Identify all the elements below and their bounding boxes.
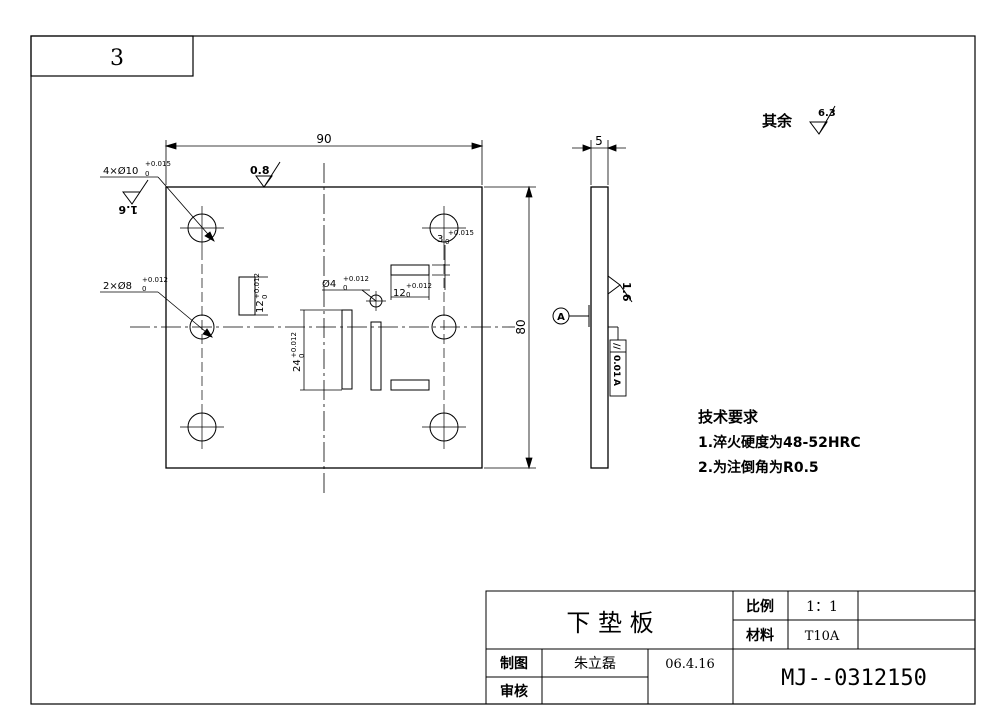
hole-large-tol: +0.015 <box>145 160 171 168</box>
general-roughness-prefix: 其余 <box>762 112 793 130</box>
drawn-label: 制图 <box>500 655 528 672</box>
part-name: 下 垫 板 <box>566 609 653 637</box>
tech-requirements: 技术要求 1.淬火硬度为48-52HRC 2.为注倒角为R0.5 <box>698 408 861 476</box>
slot-h-tol: +0.012 <box>406 282 432 290</box>
sheet-number: 3 <box>110 46 124 71</box>
tolerance-frame <box>608 326 627 397</box>
slot-horizontal-bottom <box>390 379 430 391</box>
slot-v-tol: +0.012 <box>253 273 261 299</box>
leader-small-holes <box>100 291 213 338</box>
hole-mid-right <box>431 314 457 340</box>
hole-link-lines <box>201 250 445 405</box>
top-roughness-value: 0.8 <box>250 164 270 177</box>
general-roughness-value: 6.3 <box>818 108 836 119</box>
hole-small-label: 2×Ø8 <box>103 280 132 292</box>
side-outline <box>590 186 609 469</box>
slot-24-tol: +0.012 <box>290 332 298 358</box>
slot-3-label: 3 <box>437 234 443 245</box>
side-roughness-icon <box>607 275 633 303</box>
slot-long-right <box>370 321 382 391</box>
dim-slot-vertical <box>255 276 268 316</box>
datum-feature <box>552 305 590 327</box>
dim-slot-24 <box>300 309 342 391</box>
hole-large-tol-low: 0 <box>145 170 149 178</box>
slot-h-label: 12 <box>393 288 406 299</box>
corner-holes <box>180 206 466 449</box>
scale-label: 比例 <box>746 598 774 615</box>
dim-width <box>164 140 484 185</box>
hole-small-tol-low: 0 <box>142 285 146 293</box>
slot-horizontal-top <box>390 264 430 276</box>
tech-requirement-2: 2.为注倒角为R0.5 <box>698 459 819 476</box>
slot-long-left <box>341 309 353 390</box>
drawing-number: MJ--0312150 <box>781 666 927 691</box>
pin-tol-low: 0 <box>343 284 347 292</box>
sheet-number-box <box>30 35 194 77</box>
material-value: T10A <box>805 629 840 644</box>
pin-tol: +0.012 <box>343 275 369 283</box>
tech-requirement-1: 1.淬火硬度为48-52HRC <box>698 434 861 451</box>
datum-label: A <box>557 312 565 323</box>
dim-slot-3 <box>432 245 450 290</box>
dim-width-label: 90 <box>316 132 331 146</box>
slot-3-tol: +0.015 <box>448 229 474 237</box>
top-roughness-icon <box>255 161 281 188</box>
slot-24-label: 24 <box>292 359 303 372</box>
tolerance-datum: A <box>611 379 621 386</box>
slot-24-tol-low: 0 <box>298 354 306 358</box>
hole-large-label: 4×Ø10 <box>103 165 138 177</box>
title-block <box>485 590 976 705</box>
pin-label: Ø4 <box>322 278 336 290</box>
general-roughness: 其余 6.3 <box>762 105 836 135</box>
left-roughness-value: 1.6 <box>118 203 138 216</box>
leader-large-holes <box>100 176 215 242</box>
roughness-symbol-icon <box>809 105 836 135</box>
hole-crosshairs <box>180 206 466 449</box>
dim-thickness <box>572 140 626 185</box>
leader-pin <box>322 289 377 302</box>
tech-requirements-title: 技术要求 <box>698 408 759 426</box>
slot-vertical-left <box>238 276 256 316</box>
drawn-date: 06.4.16 <box>665 657 715 672</box>
left-roughness-icon <box>122 179 149 205</box>
checked-label: 审核 <box>500 683 528 700</box>
slot-h-tol-low: 0 <box>406 291 410 299</box>
dim-slot-horizontal <box>390 275 430 300</box>
scale-value: 1：1 <box>806 599 838 615</box>
side-view: 5 1.6 A // 0.01 A <box>552 134 633 469</box>
hole-mid-left <box>189 314 215 340</box>
dim-height-label: 80 <box>514 319 528 334</box>
slots <box>238 264 430 391</box>
slot-v-tol-low: 0 <box>261 295 269 299</box>
material-label: 材料 <box>746 627 774 644</box>
dim-thickness-label: 5 <box>595 134 603 148</box>
dim-height <box>484 185 536 470</box>
middle-holes <box>189 291 457 340</box>
hole-small-tol: +0.012 <box>142 276 168 284</box>
slot-v-label: 12 <box>255 300 266 313</box>
tolerance-value: 0.01 <box>611 355 621 377</box>
front-view: 90 80 0.8 4×Ø10 +0.015 0 1.6 2×Ø <box>100 132 536 495</box>
side-roughness-value: 1.6 <box>620 282 633 302</box>
tolerance-symbol: // <box>611 343 621 350</box>
drawn-name: 朱立磊 <box>574 656 616 672</box>
slot-3-tol-low: 0 <box>445 238 449 246</box>
